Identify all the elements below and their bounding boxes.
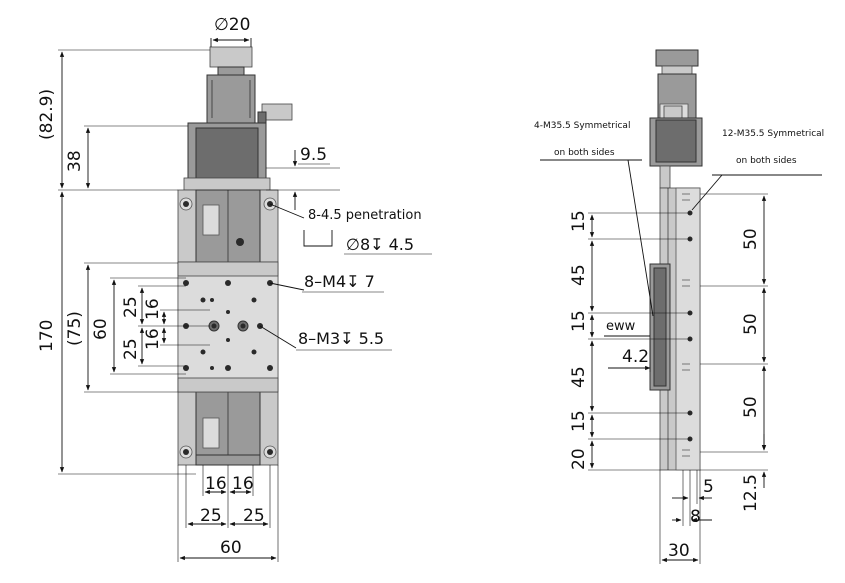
- dim-motor-height: 38: [65, 150, 85, 172]
- dim-side-v-45-b: 45: [569, 366, 589, 388]
- dim-side-5: 5: [703, 477, 714, 497]
- side-knob: [655, 49, 699, 67]
- dim-side-v-15-b: 15: [569, 310, 589, 332]
- dim-side-v-45-a: 45: [569, 264, 589, 286]
- dim-side-r-50-c: 50: [741, 396, 761, 418]
- dim-side-r-50-a: 50: [741, 228, 761, 250]
- dim-side-width: 30: [668, 541, 690, 561]
- note-penetration: 8-4.5 penetration: [308, 208, 422, 223]
- note-m4: 8–M4↧ 7: [304, 272, 375, 291]
- dim-side-v-15-a: 15: [569, 210, 589, 232]
- note-left-line1: 4-M35.5 Symmetrical: [534, 121, 630, 131]
- dim-v-16-top: 16: [143, 298, 163, 320]
- note-counterbore: ∅8↧ 4.5: [346, 235, 414, 254]
- dim-side-v-20: 20: [569, 448, 589, 470]
- dim-shaft-diameter: ∅20: [214, 15, 250, 35]
- shaft-collar: [217, 66, 245, 76]
- note-left-line2: on both sides: [554, 148, 615, 158]
- limit-switch-top: [202, 204, 220, 236]
- dim-hole-spacing-v: 60: [91, 318, 111, 340]
- dim-h-16-left: 16: [205, 474, 227, 494]
- dim-4-2: 4.2: [622, 347, 649, 367]
- label-eww: eww: [606, 319, 636, 334]
- note-right-line2: on both sides: [736, 156, 797, 166]
- dim-h-16-right: 16: [232, 474, 254, 494]
- motor-upper: [206, 74, 256, 124]
- front-view: ∅20 (82.9) 38 170 (75) 60 25 16 16 25: [37, 15, 432, 562]
- dim-overall-height-ref: (82.9): [37, 89, 57, 140]
- dim-h-25-right: 25: [243, 506, 265, 526]
- side-view: 4-M35.5 Symmetrical on both sides 12-M35…: [534, 49, 824, 564]
- note-right-line1: 12-M35.5 Symmetrical: [722, 129, 824, 139]
- dim-h-25-left: 25: [200, 506, 222, 526]
- dim-v-25-bottom: 25: [121, 338, 141, 360]
- dim-side-offset: 9.5: [300, 145, 327, 165]
- dim-body-height: 170: [37, 320, 57, 352]
- dim-side-v-15-c: 15: [569, 410, 589, 432]
- dim-width: 60: [220, 538, 242, 558]
- dim-v-16-bottom: 16: [143, 328, 163, 350]
- dim-table-height-ref: (75): [65, 311, 85, 346]
- knob: [209, 46, 253, 68]
- dim-v-25-top: 25: [121, 296, 141, 318]
- dim-side-8: 8: [690, 507, 701, 527]
- limit-switch-bottom: [202, 417, 220, 449]
- dim-side-r-50-b: 50: [741, 313, 761, 335]
- note-m3: 8–M3↧ 5.5: [298, 329, 384, 348]
- dim-side-12-5: 12.5: [741, 474, 761, 512]
